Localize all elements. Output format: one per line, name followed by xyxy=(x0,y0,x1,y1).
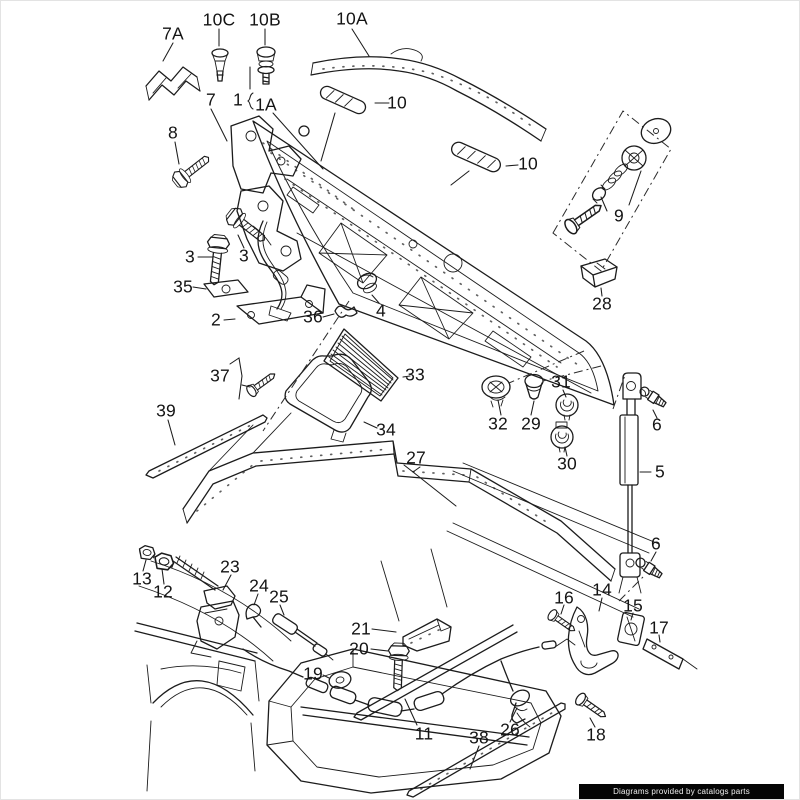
grommet-30 xyxy=(550,425,574,453)
bracket-17 xyxy=(642,638,698,670)
bracket-2 xyxy=(236,284,326,325)
leader-lines xyxy=(142,28,661,770)
windshield-base-lines xyxy=(380,462,660,622)
construction-lines xyxy=(262,300,644,602)
clip-36 xyxy=(334,305,358,318)
grille-frame-34 xyxy=(284,353,372,443)
watermark-credit: Diagrams provided by catalogs parts xyxy=(579,784,784,799)
nut-12 xyxy=(152,551,176,572)
bolt-3-left xyxy=(202,233,231,287)
ball-stud-6-upper xyxy=(637,384,669,410)
clamp-15 xyxy=(617,611,645,647)
pad-strip-upper-10 xyxy=(319,85,367,115)
grommet-30-tab xyxy=(555,421,568,429)
nut-13 xyxy=(137,544,157,561)
cowl-trim-strip-10a xyxy=(310,48,547,142)
front-panel-frame xyxy=(266,648,562,794)
plate-35 xyxy=(203,279,249,298)
gas-strut-5 xyxy=(618,372,646,594)
grommet-31 xyxy=(555,393,579,421)
screw-16 xyxy=(545,607,579,637)
bolt-8 xyxy=(168,149,215,192)
buffer-assembly-9 xyxy=(552,110,672,272)
fastener-10b xyxy=(256,46,276,85)
grommet-4 xyxy=(356,272,378,294)
hinge-assembly-7 xyxy=(230,115,310,272)
seal-strip-38 xyxy=(406,702,566,798)
vent-grille-33 xyxy=(323,328,399,402)
release-cable-11 xyxy=(242,638,576,717)
clip-7a xyxy=(145,66,201,101)
grommet-32 xyxy=(481,375,511,408)
adjuster-rod-23 xyxy=(172,555,240,658)
fender xyxy=(134,622,260,792)
bolt-20 xyxy=(386,642,411,692)
screw-18 xyxy=(573,690,610,723)
seal-strip-39 xyxy=(145,414,268,479)
grommet-26 xyxy=(500,660,531,728)
spring-clip-24 xyxy=(245,603,262,628)
release-lever-14 xyxy=(567,606,619,676)
screw-37 xyxy=(244,368,280,399)
block-21 xyxy=(402,618,452,652)
plenum-tray-27 xyxy=(138,412,616,662)
pad-strip-lower-10 xyxy=(450,141,502,173)
cable-end-25 xyxy=(271,613,334,661)
rivet-10c xyxy=(211,48,229,82)
block-28 xyxy=(580,258,618,288)
hood-panel xyxy=(252,120,615,406)
